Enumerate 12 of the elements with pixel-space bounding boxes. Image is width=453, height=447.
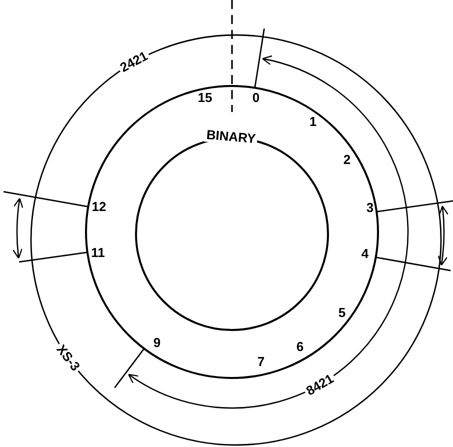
digit-label: 4 xyxy=(360,247,370,261)
digit-label: 5 xyxy=(337,306,347,320)
digit-label: 12 xyxy=(90,200,108,214)
digit-label: 0 xyxy=(251,91,261,105)
digit-label: 1 xyxy=(308,115,318,129)
digit-label: 9 xyxy=(152,336,162,350)
digit-label: 15 xyxy=(196,91,214,105)
digit-label: 7 xyxy=(256,355,266,369)
digit-label: 11 xyxy=(90,246,106,260)
digit-label: 2 xyxy=(342,153,352,167)
digit-label: 3 xyxy=(365,201,375,215)
digit-label: 6 xyxy=(295,340,305,354)
